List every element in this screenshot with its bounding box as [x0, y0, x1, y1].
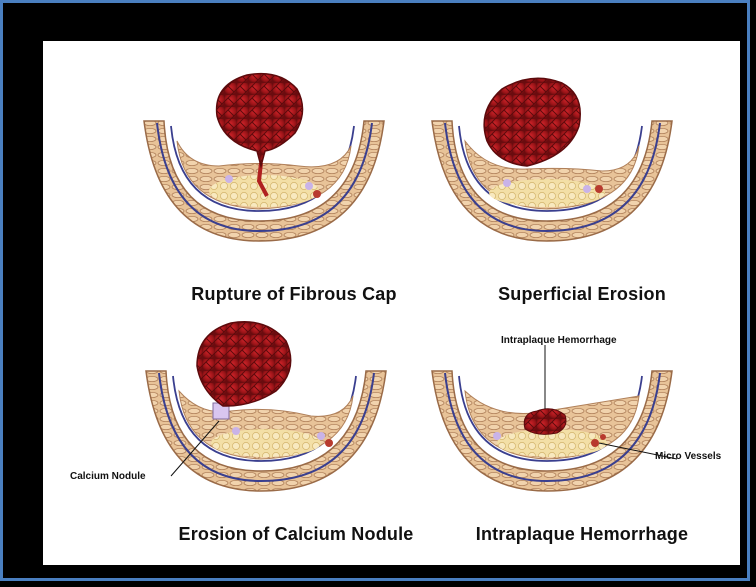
calcium-spot [583, 185, 591, 193]
label-intraplaque-hemorrhage: Intraplaque Hemorrhage [501, 335, 617, 346]
label-calcium-nodule: Calcium Nodule [70, 471, 146, 482]
calcium-spot [503, 179, 511, 187]
caption-erosion: Superficial Erosion [417, 284, 747, 305]
calcium-spot [305, 182, 313, 190]
lipid-core [211, 429, 321, 457]
micro-vessel [591, 439, 599, 447]
calcium-spot [493, 432, 501, 440]
calcium-spot [225, 175, 233, 183]
rupture-illustration [129, 71, 459, 311]
erosion-illustration [417, 71, 747, 311]
panel-erosion: Superficial Erosion [417, 71, 747, 311]
thrombus [484, 78, 580, 166]
calcium-nodule-illustration [131, 311, 461, 551]
panel-calcium-nodule: Calcium Nodule Erosion of Calcium Nodule [131, 311, 461, 551]
hemorrhage-spot [313, 190, 321, 198]
caption-intraplaque-hemorrhage: Intraplaque Hemorrhage [417, 524, 747, 545]
hemorrhage-illustration [417, 311, 747, 551]
hemorrhage-spot [325, 439, 333, 447]
panel-intraplaque-hemorrhage: Intraplaque Hemorrhage Micro Vessels Int… [417, 311, 747, 551]
panel-rupture: Rupture of Fibrous Cap [129, 71, 459, 311]
hemorrhage-spot [595, 185, 603, 193]
calcium-spot [317, 432, 325, 440]
caption-calcium-nodule: Erosion of Calcium Nodule [131, 524, 461, 545]
thrombus [197, 322, 291, 406]
caption-rupture: Rupture of Fibrous Cap [129, 284, 459, 305]
calcium-spot [232, 427, 240, 435]
figure-canvas: Rupture of Fibrous Cap Superficial Erosi… [43, 41, 740, 565]
thrombus [217, 74, 303, 166]
intraplaque-hemorrhage [524, 409, 566, 435]
micro-vessel [600, 434, 606, 440]
label-micro-vessels: Micro Vessels [655, 451, 721, 462]
